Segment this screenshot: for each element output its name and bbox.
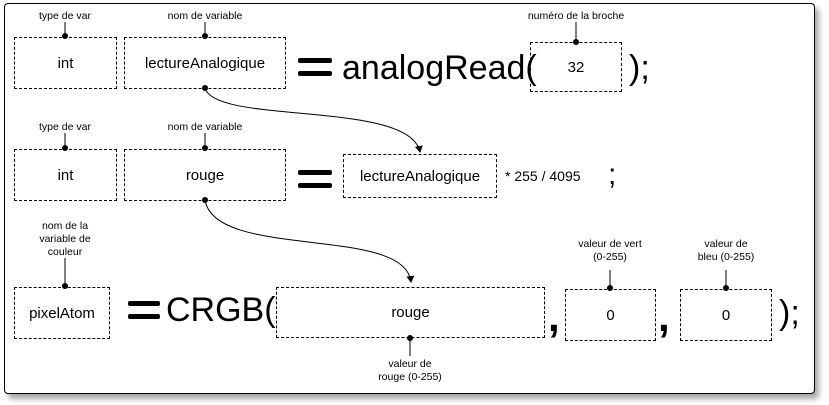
close-paren-row3: ); [779,294,800,332]
close-paren-row1: ); [629,49,650,87]
equals-sign-row1-top [298,58,332,63]
type-label-row1: type de var [39,10,91,22]
analogread-function: analogRead( [342,49,537,87]
equals-sign-row2-bottom [298,183,332,188]
name-label-row1: nom de variable [167,10,243,22]
name-label-row2: nom de variable [167,121,243,133]
equals-sign-row3-top [128,301,160,306]
blue-label: valeur de bleu (0-255) [697,238,755,263]
var-name-box-row2: rouge [124,149,286,201]
pin-label: numéro de la broche [527,10,625,22]
source-var-box: lectureAnalogique [343,154,497,198]
type-box-row1: int [14,37,117,89]
equals-sign-row1-bottom [298,71,332,76]
scale-expression: * 255 / 4095 [505,168,581,184]
equals-sign-row3-bottom [128,314,160,319]
green-label: valeur de vert (0-255) [578,238,642,263]
crgb-function: CRGB( [166,291,276,329]
semicolon-row2: ; [608,158,617,191]
green-value-box: 0 [565,289,656,341]
type-label-row2: type de var [39,121,91,133]
equals-sign-row2-top [298,170,332,175]
color-var-box: pixelAtom [14,287,110,339]
blue-value-box: 0 [680,289,772,341]
type-box-row2: int [14,149,117,201]
comma-2: , [658,293,670,340]
var-name-box-row1: lectureAnalogique [124,37,286,89]
red-value-box: rouge [276,287,545,338]
diagram-frame [4,3,815,394]
comma-1: , [548,293,560,340]
pin-value-box: 32 [530,42,622,92]
red-label: valeur de rouge (0-255) [378,358,442,383]
color-var-label: nom de la variable de couleur [39,220,91,258]
